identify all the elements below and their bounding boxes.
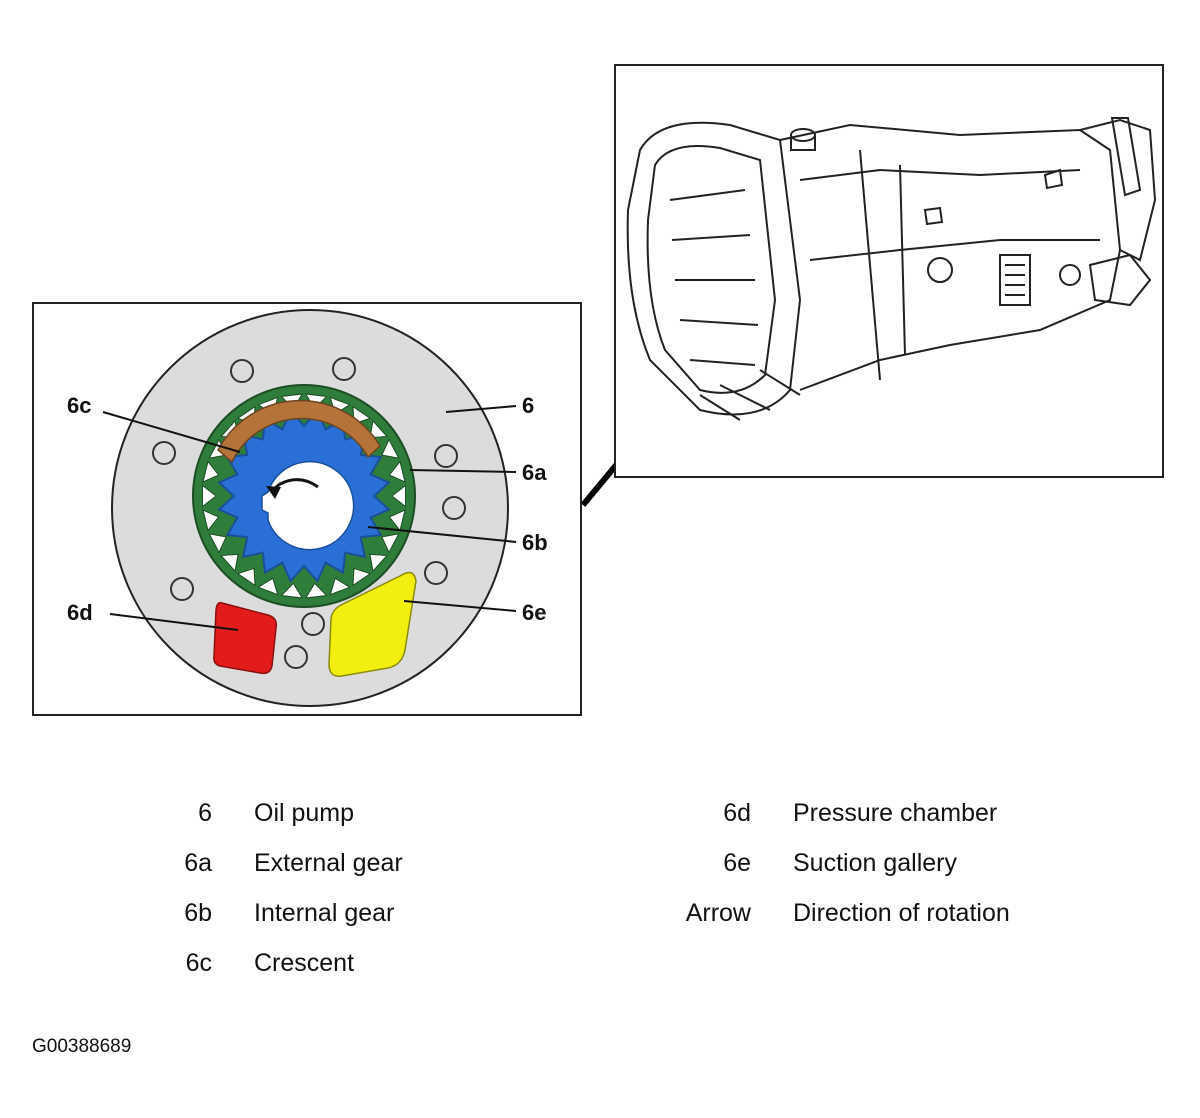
legend-row: 6 Oil pump bbox=[160, 788, 403, 838]
external-gear-tooth bbox=[388, 509, 406, 532]
legend-row: 6c Crescent bbox=[160, 938, 403, 988]
leader-6a bbox=[409, 469, 517, 473]
legend-row: 6e Suction gallery bbox=[660, 838, 1010, 888]
transmission-illustration bbox=[626, 117, 1157, 421]
bolt-hole bbox=[301, 612, 325, 636]
bolt-holes bbox=[152, 357, 466, 669]
figure-id: G00388689 bbox=[32, 1036, 132, 1057]
bolt-hole bbox=[424, 561, 448, 585]
callout-crescent: 6c bbox=[67, 393, 91, 418]
legend-description: Internal gear bbox=[254, 899, 395, 927]
legend-row: 6b Internal gear bbox=[160, 888, 403, 938]
external-gear-tooth bbox=[236, 567, 256, 587]
bolt-hole bbox=[170, 577, 194, 601]
external-gear-tooth bbox=[369, 419, 388, 439]
external-gear-tooth bbox=[381, 438, 400, 459]
external-gear-tooth bbox=[202, 484, 217, 508]
transmission-frame bbox=[614, 64, 1164, 478]
bolt-hole bbox=[434, 444, 458, 468]
leader-6 bbox=[445, 405, 517, 413]
legend-left: 6 Oil pump 6a External gear 6b Internal gea… bbox=[160, 788, 403, 988]
legend-row: 6d Pressure chamber bbox=[660, 788, 1010, 838]
bolt-hole bbox=[152, 441, 176, 465]
internal-gear bbox=[217, 409, 391, 583]
external-gear-tooth bbox=[329, 577, 351, 596]
rotation-arrowhead bbox=[266, 486, 281, 499]
external-gear-tooth bbox=[352, 567, 372, 587]
callout-internal-gear: 6b bbox=[522, 530, 548, 555]
oil-pump-view: 6c 6 6a 6b 6d 6e bbox=[32, 302, 582, 716]
callout-leaders bbox=[102, 405, 517, 631]
callout-oil-pump: 6 bbox=[522, 393, 534, 418]
suction-gallery bbox=[328, 571, 417, 677]
legend-row: Arrow Direction of rotation bbox=[660, 888, 1010, 938]
legend-code: 6 bbox=[198, 799, 212, 827]
external-gear-tooth bbox=[202, 460, 220, 483]
external-gear-tooth bbox=[388, 460, 406, 483]
internal-gear-bore bbox=[261, 460, 355, 551]
callout-pressure-chamber: 6d bbox=[67, 600, 93, 625]
legend-code: Arrow bbox=[685, 899, 751, 927]
bolt-hole bbox=[230, 359, 254, 383]
legend-description: Oil pump bbox=[254, 799, 355, 827]
external-gear-tooth bbox=[208, 533, 227, 554]
external-gear-tooth bbox=[391, 484, 406, 508]
pressure-chamber bbox=[213, 601, 278, 675]
bolt-hole bbox=[332, 357, 356, 381]
bolt-hole bbox=[442, 496, 466, 520]
legend-row: 6a External gear bbox=[160, 838, 403, 888]
callout-external-gear: 6a bbox=[522, 460, 547, 485]
legend-right: 6d Pressure chamber 6e Suction gallery Arr… bbox=[660, 788, 1010, 938]
crescent bbox=[217, 399, 381, 464]
legend-code: 6b bbox=[184, 899, 212, 927]
legend-description: Pressure chamber bbox=[793, 799, 998, 827]
leader-6d bbox=[109, 613, 239, 631]
oil-pump-diagram: 6c 6 6a 6b 6d 6e bbox=[32, 64, 1164, 716]
leader-6e bbox=[403, 600, 517, 612]
legend-code: 6d bbox=[723, 799, 751, 827]
external-gear-tooth bbox=[257, 577, 279, 596]
legend-code: 6a bbox=[184, 849, 212, 877]
callout-suction-gallery: 6e bbox=[522, 600, 546, 625]
external-gear-tooth bbox=[304, 582, 328, 599]
legend-code: 6e bbox=[723, 849, 751, 877]
external-gear-tooth bbox=[220, 553, 239, 573]
legend-description: External gear bbox=[254, 849, 403, 877]
legend-description: Crescent bbox=[254, 949, 355, 977]
external-gear-tooth bbox=[381, 533, 400, 554]
legend-description: Direction of rotation bbox=[793, 899, 1010, 927]
transmission-view bbox=[614, 64, 1164, 478]
bolt-hole bbox=[284, 645, 308, 669]
leader-6b bbox=[367, 526, 517, 543]
legend-description: Suction gallery bbox=[793, 849, 957, 877]
external-gear-tooth bbox=[280, 582, 304, 599]
external-gear-tooth bbox=[369, 553, 388, 573]
external-gear-tooth bbox=[202, 509, 220, 532]
legend-code: 6c bbox=[185, 949, 212, 977]
leader-6c bbox=[102, 411, 241, 453]
